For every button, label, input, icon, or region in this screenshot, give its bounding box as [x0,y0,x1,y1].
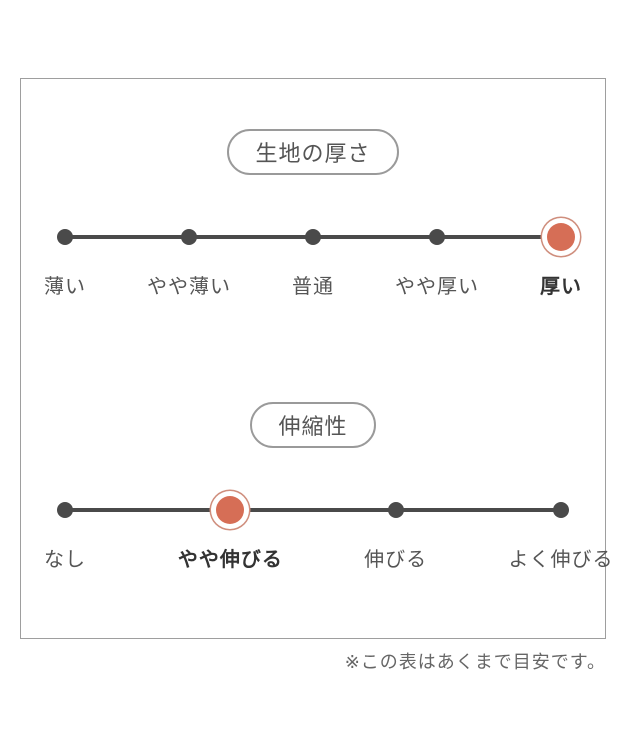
thickness-title-pill: 生地の厚さ [227,129,399,175]
thickness-scale-section: 生地の厚さ 薄い やや薄い 普通 やや厚い 厚い [21,129,605,309]
scale-dot [181,229,197,245]
stretch-scale-section: 伸縮性 なし やや伸びる 伸びる よく伸びる [21,402,613,582]
scale-dot [57,229,73,245]
scale-dot [429,229,445,245]
scale-dot [553,502,569,518]
thickness-labels: 薄い やや薄い 普通 やや厚い 厚い [44,272,581,302]
selected-scale-label: やや伸びる [177,549,283,571]
scale-label: 伸びる [364,549,428,571]
scale-dot [57,502,73,518]
stretch-labels: なし やや伸びる 伸びる よく伸びる [44,545,613,575]
scale-label: やや薄い [147,276,231,298]
thickness-title: 生地の厚さ [255,141,371,166]
stretch-track [57,488,569,532]
spec-chart-box: 生地の厚さ 薄い やや薄い 普通 やや厚い 厚い 伸縮性 なし やや伸びる 伸びる よく伸びる [20,78,613,639]
thickness-track [57,215,575,259]
stretch-track-line [65,508,561,512]
scale-label: 薄い [44,276,86,298]
scale-label: よく伸びる [508,549,614,571]
scale-dot [387,502,404,518]
selected-scale-dot [216,496,245,524]
disclaimer-note: ※この表はあくまで目安です。 [344,652,606,672]
scale-label: なし [44,549,86,571]
scale-dot [305,229,321,245]
stretch-title: 伸縮性 [278,414,348,439]
scale-label: 普通 [292,276,334,298]
scale-label: やや厚い [395,276,479,298]
selected-scale-dot [547,223,575,251]
selected-scale-label: 厚い [540,276,582,298]
stretch-title-pill: 伸縮性 [250,402,376,448]
